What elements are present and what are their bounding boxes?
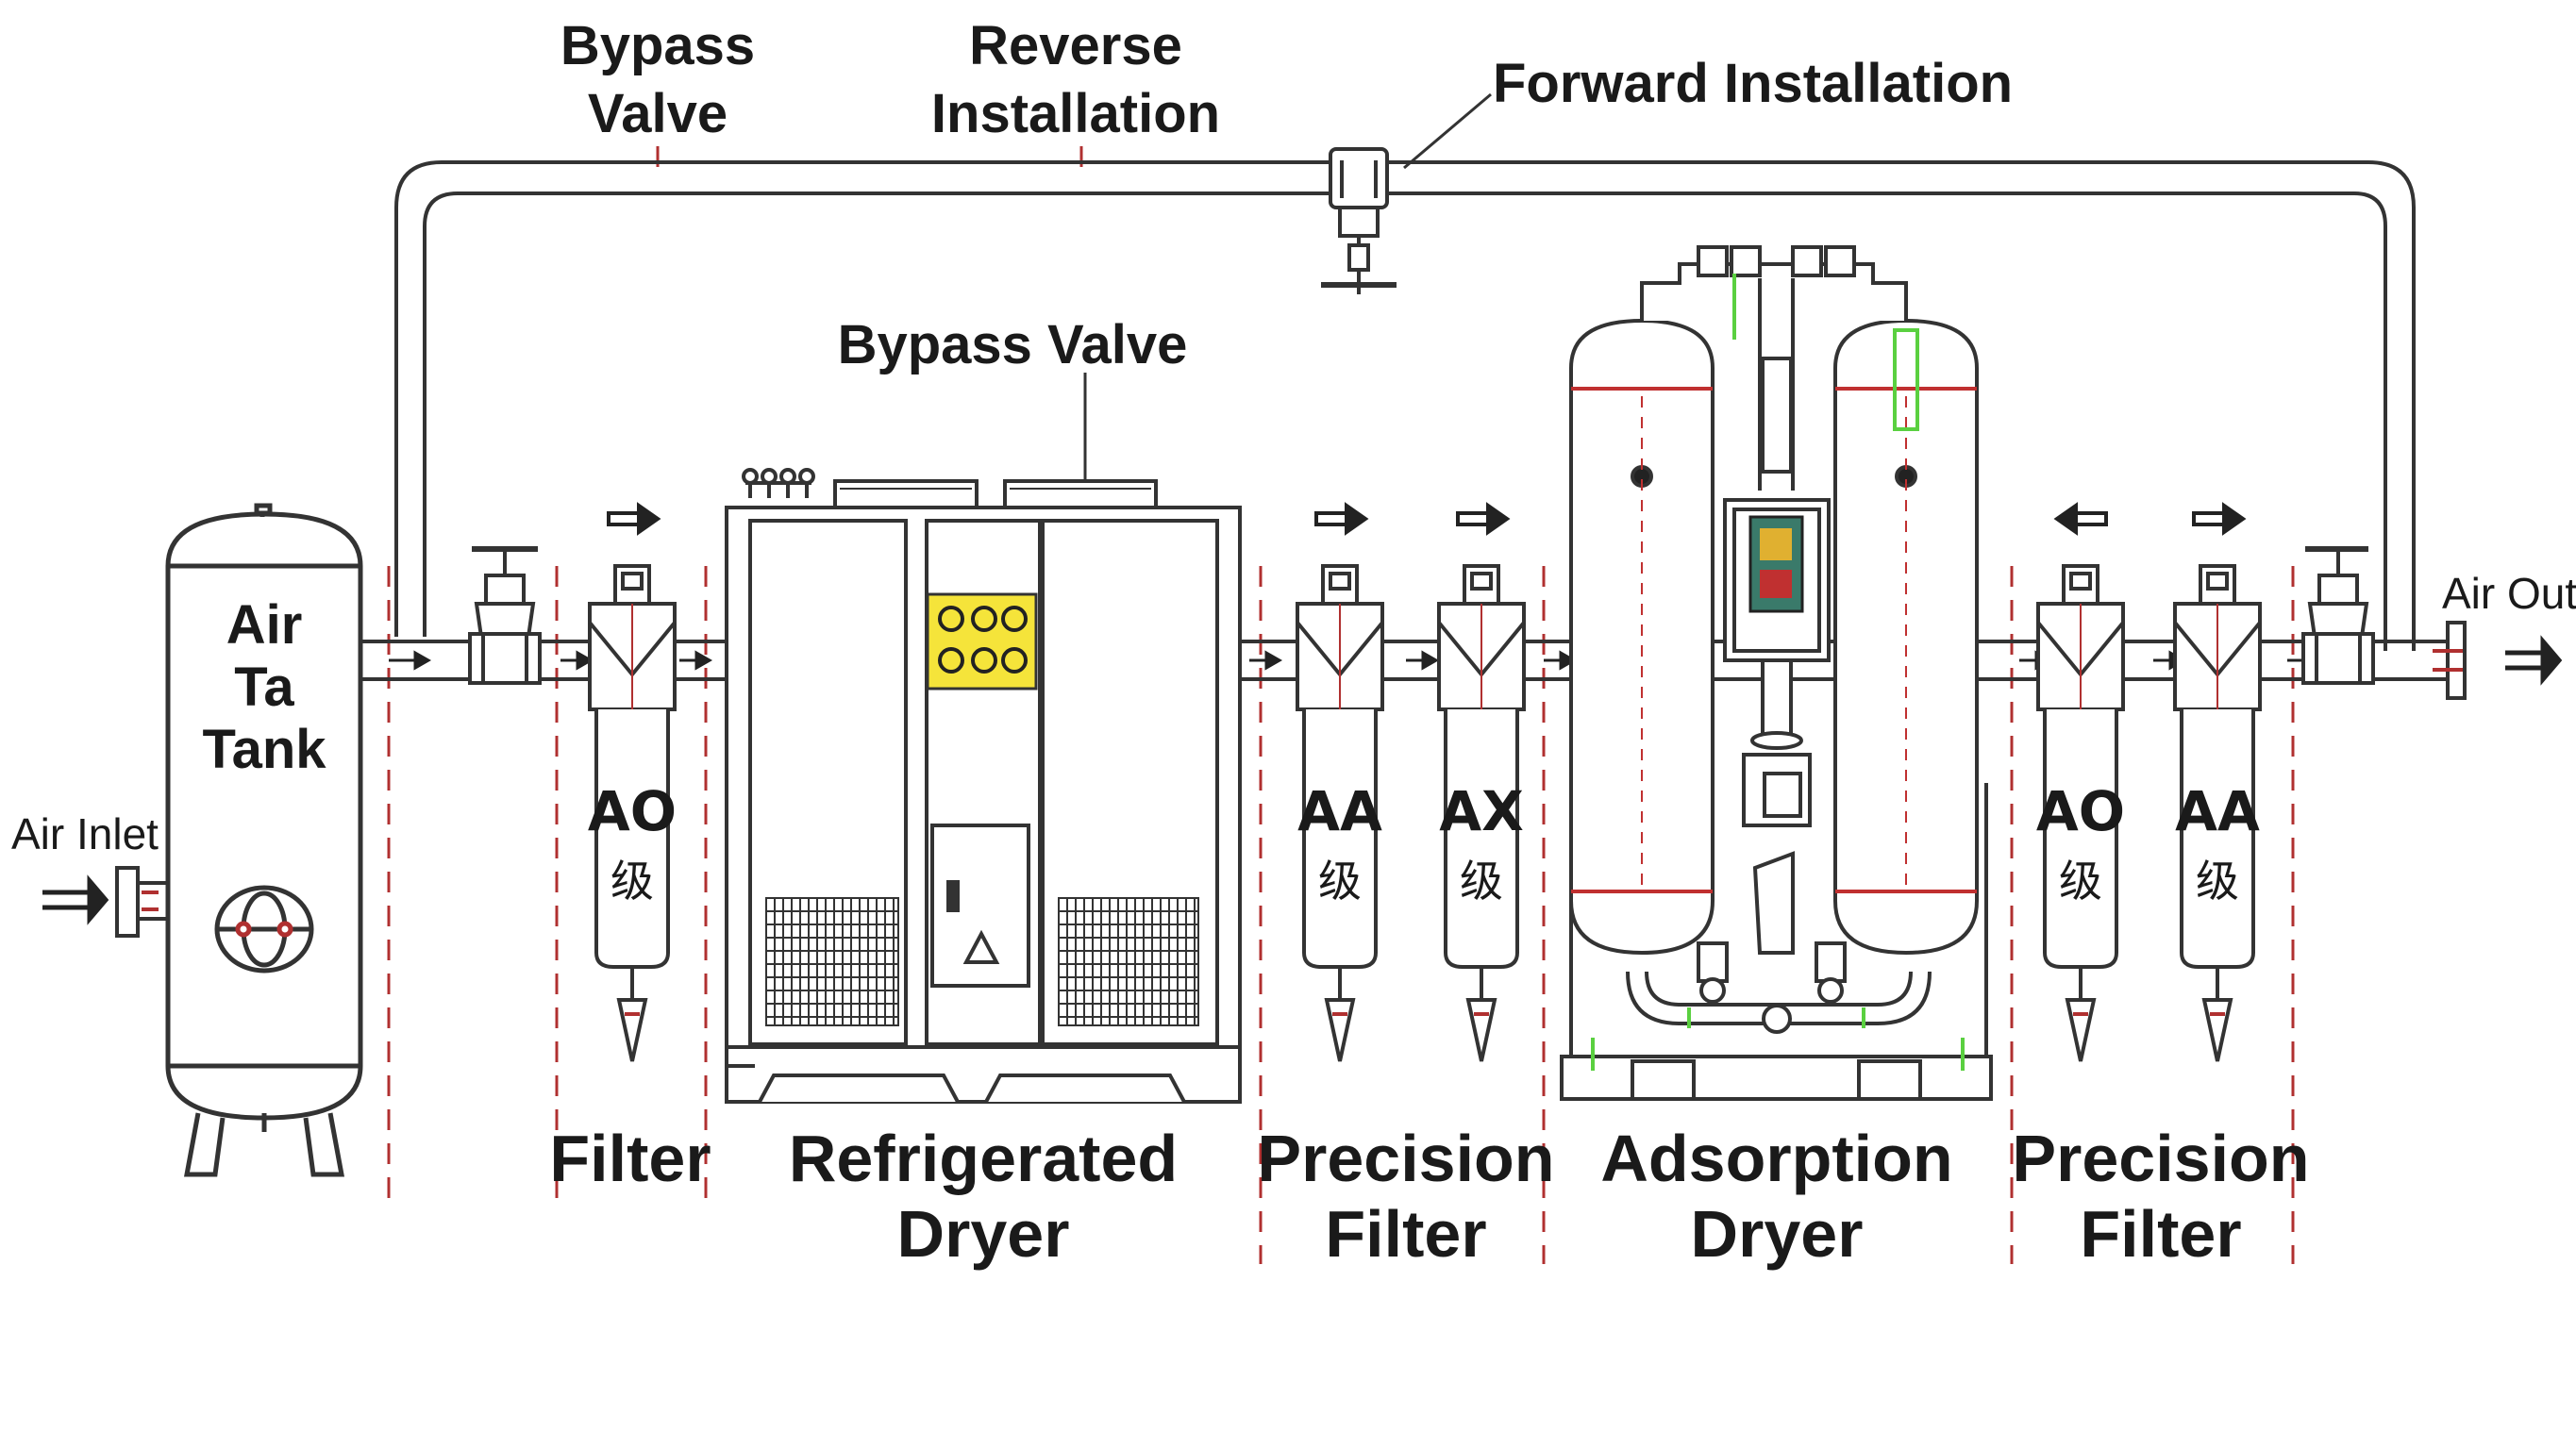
inlet-bypass-valve xyxy=(468,546,542,685)
bypass-valve-top-label-line1: Bypass xyxy=(560,15,755,76)
stage-label-precision-filter-1-line2: Filter xyxy=(1325,1197,1486,1271)
filter-grade-suffix: 级 xyxy=(1460,856,1503,907)
stage-label-precision-filter-2-line1: Precision xyxy=(2012,1122,2309,1195)
filter-unit: AA 级 xyxy=(2173,564,2262,1062)
bypass-valve-mid-label: Bypass Valve xyxy=(838,314,1188,375)
stage-label-refrigerated-dryer-line2: Dryer xyxy=(897,1197,1070,1271)
filter-grade-label: AA xyxy=(1297,779,1382,843)
refrigerated-dryer-grilles xyxy=(765,897,1199,1026)
air-inlet-label: Air Inlet xyxy=(11,809,159,858)
tank-label-line3: Tank xyxy=(202,719,326,780)
filter-grade-label: AX xyxy=(1439,779,1524,843)
air-tank xyxy=(165,503,363,1177)
outlet-valve xyxy=(2301,546,2375,685)
forward-installation-valve xyxy=(1321,147,1397,294)
bypass-valve-top-label-line2: Valve xyxy=(588,83,728,144)
vent-grille xyxy=(1058,897,1199,1026)
forward-installation-label: Forward Installation xyxy=(1493,53,2013,114)
stage-label-refrigerated-dryer-line1: Refrigerated xyxy=(789,1122,1178,1195)
forward-installation-leader xyxy=(1403,92,1492,170)
air-inlet-arrow xyxy=(42,874,109,925)
filter-direction-arrows xyxy=(607,502,2247,536)
tank-label-line1: Air xyxy=(226,594,303,656)
air-outlet-flange xyxy=(2416,621,2467,700)
filter-grade-label: AO xyxy=(588,779,677,843)
air-inlet-flange xyxy=(115,866,170,938)
adsorption-dryer-accents xyxy=(1571,274,1977,1071)
stage-dividers xyxy=(387,146,2295,1264)
filter-grade-suffix: 级 xyxy=(2059,856,2102,907)
vent-grille xyxy=(765,897,899,1026)
control-panel-icons xyxy=(938,606,1028,674)
reverse-installation-label-line1: Reverse xyxy=(969,15,1182,76)
filter-unit: AX 级 xyxy=(1437,564,1526,1062)
stage-label-adsorption-dryer-line1: Adsorption xyxy=(1600,1122,1952,1195)
stage-label-precision-filter-1-line1: Precision xyxy=(1257,1122,1554,1195)
adsorption-dryer xyxy=(1560,245,1993,1101)
air-outlet-label: Air Outlet xyxy=(2442,569,2576,618)
bypass-pipe-loop xyxy=(394,160,2416,651)
filter-grade-label: AO xyxy=(2036,779,2125,843)
stage-label-precision-filter-2-line2: Filter xyxy=(2080,1197,2241,1271)
refrigerated-dryer xyxy=(725,468,1242,1104)
filter-units: AO 级 AA 级 AX 级 AO 级 AA 级 xyxy=(588,564,2262,1062)
filter-unit: AO 级 xyxy=(2036,564,2125,1062)
filter-unit: AA 级 xyxy=(1296,564,1384,1062)
filter-grade-suffix: 级 xyxy=(1318,856,1362,907)
tank-label-line2: Ta xyxy=(234,657,294,718)
air-outlet-arrow xyxy=(2505,635,2563,686)
filter-grade-suffix: 级 xyxy=(2196,856,2239,907)
reverse-installation-label-line2: Installation xyxy=(931,83,1220,144)
stage-label-adsorption-dryer-line2: Dryer xyxy=(1691,1197,1864,1271)
stage-label-filter: Filter xyxy=(549,1122,711,1195)
filter-unit: AO 级 xyxy=(588,564,677,1062)
filter-grade-suffix: 级 xyxy=(611,856,654,907)
filter-grade-label: AA xyxy=(2175,779,2260,843)
